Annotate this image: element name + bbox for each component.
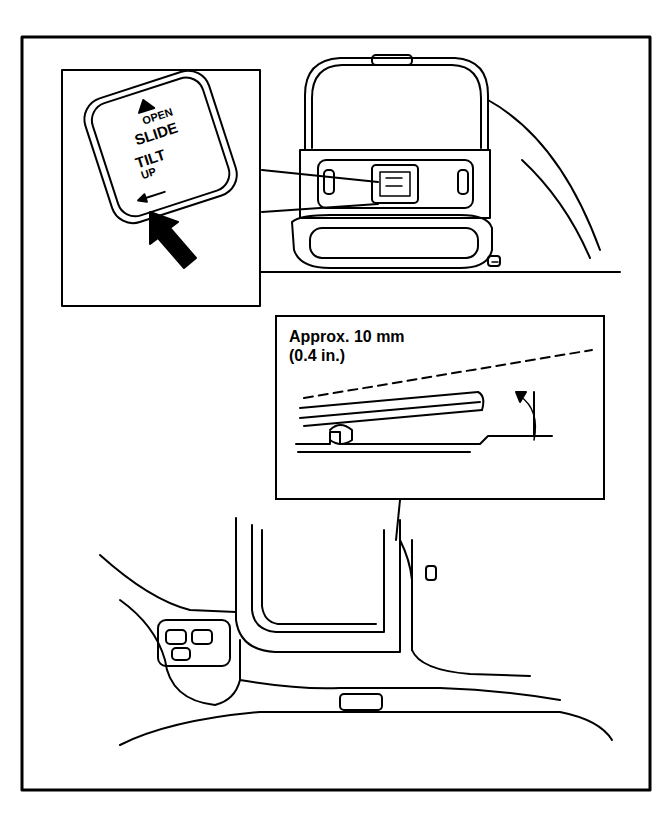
sunroof-opening-part bbox=[192, 630, 212, 644]
glass-tilt-detail-part bbox=[304, 350, 592, 398]
sunroof-opening-part bbox=[100, 555, 236, 612]
leader-line bbox=[262, 204, 378, 212]
overhead-console-part bbox=[305, 58, 488, 150]
switch-knob-part bbox=[79, 65, 243, 229]
overhead-console-part bbox=[492, 261, 498, 263]
overhead-console-part bbox=[312, 65, 481, 148]
sunroof-opening-part bbox=[240, 680, 560, 700]
overhead-console-part bbox=[318, 160, 473, 208]
overhead-console-part bbox=[372, 165, 418, 203]
sunroof-opening-part bbox=[236, 518, 400, 652]
glass-tilt-detail-part bbox=[330, 425, 352, 444]
overhead-console-part bbox=[386, 178, 402, 186]
switch-knob-part bbox=[136, 97, 155, 112]
sunroof-opening-part bbox=[340, 694, 382, 710]
sunroof-opening-part bbox=[252, 525, 384, 632]
sunroof-opening-part bbox=[262, 530, 376, 624]
sunroof-opening-part bbox=[120, 600, 240, 705]
dimension-label: Approx. 10 mm (0.4 in.) bbox=[289, 327, 429, 365]
leader-line bbox=[262, 170, 378, 182]
sunroof-opening-part bbox=[172, 648, 190, 660]
glass-tilt-detail bbox=[296, 350, 592, 452]
overhead-console-part bbox=[380, 172, 410, 196]
sunroof-opening-part bbox=[166, 630, 186, 644]
switch-knob-part bbox=[137, 194, 147, 204]
overhead-console-part bbox=[324, 170, 334, 194]
glass-tilt-detail-part bbox=[304, 410, 482, 426]
overhead-console bbox=[260, 55, 620, 272]
overhead-console-part bbox=[488, 100, 600, 250]
sunroof-opening-part bbox=[411, 540, 413, 650]
callout-box: Approx. 10 mm (0.4 in.) bbox=[275, 315, 605, 500]
sunroof-opening bbox=[100, 518, 612, 745]
sunroof-opening-part bbox=[426, 566, 436, 580]
figure-frame bbox=[22, 37, 650, 790]
switch-knob bbox=[79, 65, 243, 229]
glass-tilt-detail-part bbox=[298, 451, 470, 453]
glass-tilt-detail-part bbox=[300, 402, 480, 418]
overhead-console-part bbox=[372, 55, 412, 65]
glass-tilt-detail-part bbox=[516, 392, 526, 402]
sunroof-opening-part bbox=[412, 650, 530, 676]
overhead-console-part bbox=[458, 170, 468, 194]
sunroof-opening-part bbox=[120, 712, 612, 745]
overhead-console-part bbox=[522, 160, 590, 258]
switch-knob-part bbox=[146, 192, 165, 198]
overhead-console-part bbox=[260, 271, 620, 273]
sunroof-opening-part bbox=[158, 620, 230, 666]
glass-tilt-detail-part bbox=[520, 396, 535, 440]
sunroof-opening-part bbox=[400, 540, 412, 580]
push-arrow bbox=[150, 212, 196, 268]
overhead-console-part bbox=[292, 215, 492, 268]
inset-frame bbox=[62, 70, 260, 306]
glass-tilt-detail-part bbox=[478, 392, 483, 410]
overhead-console-part bbox=[488, 256, 500, 266]
overhead-console-part bbox=[310, 228, 478, 258]
